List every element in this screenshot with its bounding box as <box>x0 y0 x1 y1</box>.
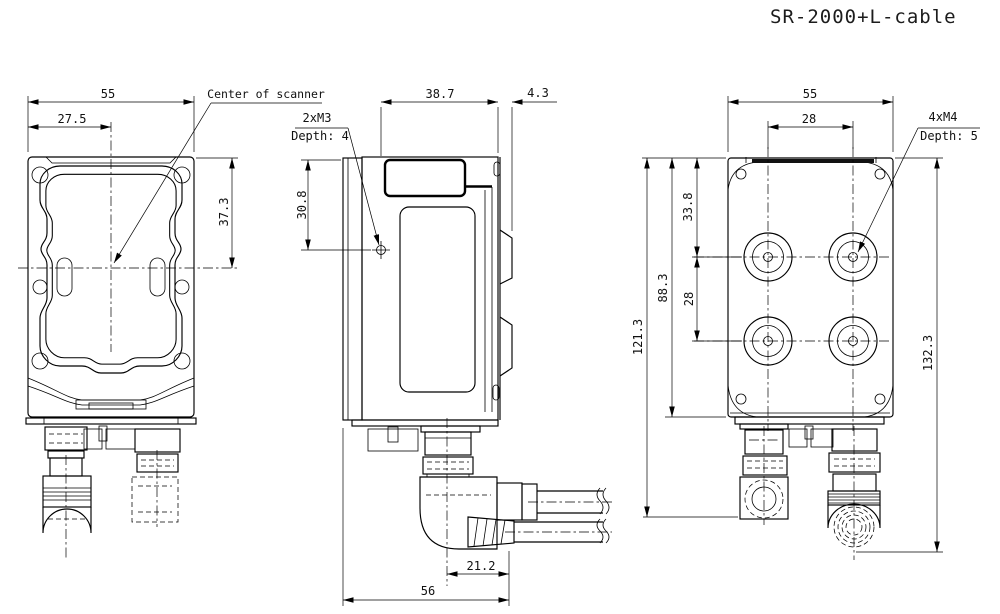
dim-side-body-depth: 38.7 <box>425 87 455 101</box>
dimension-lines <box>27 96 980 606</box>
dim-side-rear-step: 4.3 <box>527 86 549 100</box>
side-view-drawing <box>342 156 612 586</box>
side-hole-depth-label: Depth: 4 <box>291 129 349 143</box>
dim-rear-hole-spacing-h: 28 <box>801 112 817 126</box>
dim-front-width: 55 <box>100 87 116 101</box>
rear-hole-depth-label: Depth: 5 <box>920 129 978 143</box>
dim-side-top-to-hole: 30.8 <box>295 190 309 220</box>
dim-front-center-offset: 27.5 <box>57 112 87 126</box>
drawing-title: SR-2000+L-cable <box>770 6 957 28</box>
dim-rear-width: 55 <box>802 87 818 101</box>
dim-side-total-depth: 56 <box>420 584 436 598</box>
dim-front-top-to-center: 37.3 <box>217 197 231 227</box>
dim-rear-top-to-hole-row: 33.8 <box>681 192 695 222</box>
side-hole-label: 2xM3 <box>302 111 332 125</box>
rear-hole-label: 4xM4 <box>928 110 958 124</box>
dim-rear-total-height: 132.3 <box>921 334 935 372</box>
front-view-drawing <box>18 122 240 560</box>
center-of-scanner-label: Center of scanner <box>207 87 325 101</box>
dim-rear-body-height: 88.3 <box>656 273 670 303</box>
dim-rear-to-connector-end: 121.3 <box>631 318 645 356</box>
dim-rear-hole-spacing-v: 28 <box>682 291 696 307</box>
rear-view-drawing <box>694 147 894 560</box>
dim-side-center-to-cable: 21.2 <box>466 559 496 573</box>
